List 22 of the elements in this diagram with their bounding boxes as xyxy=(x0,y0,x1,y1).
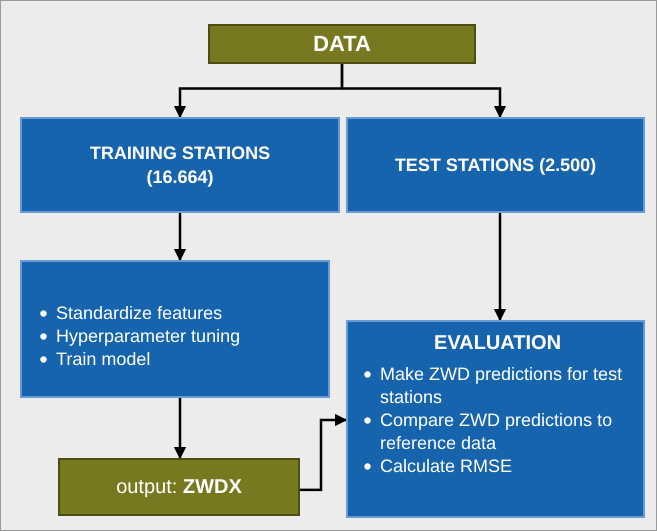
bullet-item: Calculate RMSE xyxy=(380,455,514,478)
bullet-item: Train model xyxy=(56,348,152,371)
box-label: DATA xyxy=(313,31,371,57)
process-box xyxy=(346,117,645,213)
bullet-item: Standardize features xyxy=(56,302,224,325)
arrow xyxy=(174,398,186,460)
box-label: output: ZWDX xyxy=(116,476,242,498)
arrow xyxy=(174,213,186,262)
arrow xyxy=(494,213,506,322)
data-box xyxy=(208,24,476,64)
bullet-item: Hyperparameter tuning xyxy=(56,325,242,348)
box-label: TRAINING STATIONS (16.664) xyxy=(88,142,272,189)
box-heading: EVALUATION xyxy=(432,332,562,355)
data-box xyxy=(58,458,300,516)
bullet-item: Compare ZWD predictions to reference data xyxy=(380,409,614,455)
process-box xyxy=(346,320,645,518)
process-box xyxy=(20,117,340,213)
arrow xyxy=(300,414,348,492)
process-box xyxy=(20,260,330,398)
arrow xyxy=(340,64,506,118)
bullet-item: Make ZWD predictions for test stations xyxy=(380,363,624,409)
box-label: TEST STATIONS (2.500) xyxy=(394,154,596,177)
